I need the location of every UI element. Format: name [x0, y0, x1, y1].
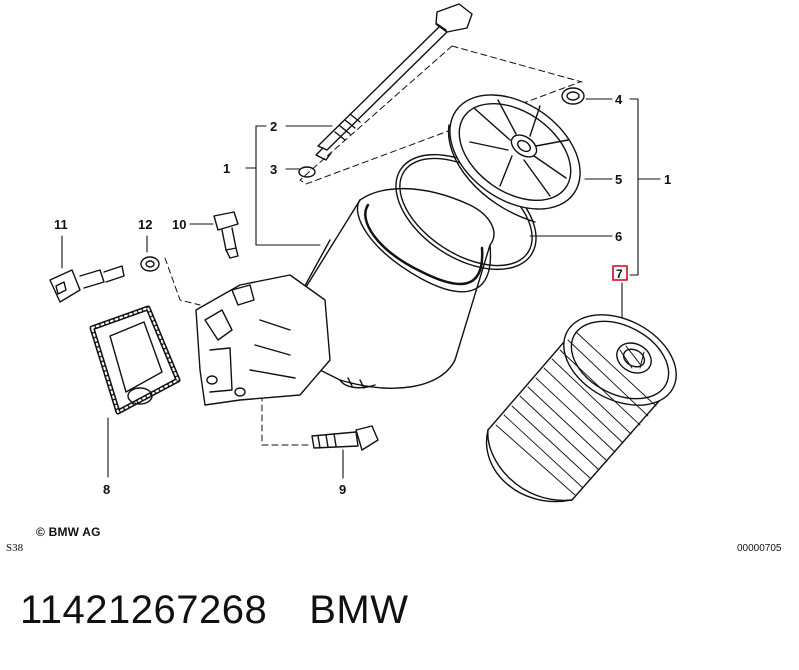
filter-head — [195, 274, 331, 406]
ring-washer — [561, 87, 585, 105]
diagram-code-right: 00000705 — [737, 543, 782, 554]
filter-cover — [447, 94, 581, 223]
small-washer — [298, 166, 316, 178]
callout-3: 3 — [270, 162, 277, 177]
part-caption: 11421267268 BMW — [20, 588, 451, 633]
exploded-parts-diagram: 1 1 2 3 4 5 6 7 8 9 10 11 12 — [49, 3, 677, 503]
callout-2: 2 — [270, 119, 277, 134]
callout-12: 12 — [138, 217, 152, 232]
callout-7: 7 — [616, 267, 623, 281]
brand-name: BMW — [309, 588, 409, 632]
highlight-box — [612, 265, 628, 281]
callout-4: 4 — [615, 92, 623, 107]
assembly-guide-lines — [164, 45, 583, 446]
sensor-washer — [140, 256, 160, 272]
callout-1-left: 1 — [223, 161, 230, 176]
leader-lines — [61, 98, 661, 479]
callout-5: 5 — [615, 172, 622, 187]
part-number: 11421267268 — [20, 588, 268, 632]
callout-1-right: 1 — [664, 172, 671, 187]
callout-11: 11 — [54, 217, 68, 232]
copyright-notice: © BMW AG — [36, 525, 101, 539]
callout-6: 6 — [615, 229, 622, 244]
diagram-code-left: S38 — [6, 542, 24, 554]
callout-8: 8 — [103, 482, 110, 497]
long-bolt — [315, 3, 473, 161]
temperature-sensor — [49, 265, 125, 303]
short-bolt — [311, 425, 379, 451]
callout-10: 10 — [172, 217, 186, 232]
flange-gasket — [89, 305, 181, 415]
pressure-switch — [213, 211, 239, 259]
oil-filter-element — [485, 314, 677, 503]
callout-9: 9 — [339, 482, 346, 497]
